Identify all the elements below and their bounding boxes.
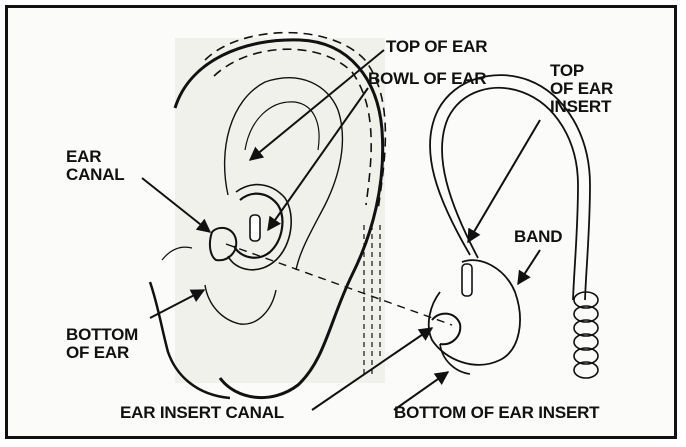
arrow-band	[518, 250, 540, 284]
label-ear-canal: EAR CANAL	[66, 148, 125, 184]
coiled-cord	[574, 292, 598, 378]
insert-tube-in-ear	[250, 215, 260, 241]
label-line: BOTTOM	[66, 326, 138, 344]
label-line: EAR	[66, 148, 125, 166]
label-ear-insert-canal: EAR INSERT CANAL	[120, 404, 284, 422]
label-bottom-of-ear-insert: BOTTOM OF EAR INSERT	[394, 404, 599, 422]
arrow-top-of-ear-insert	[468, 120, 540, 242]
label-bottom-of-ear: BOTTOM OF EAR	[66, 326, 138, 362]
insert-canal-tip	[432, 314, 460, 345]
label-line: TOP	[550, 62, 613, 80]
label-band: BAND	[514, 228, 562, 246]
label-top-of-ear-insert: TOP OF EAR INSERT	[550, 62, 613, 116]
label-line: OF EAR	[66, 344, 138, 362]
insert-tube	[462, 264, 472, 296]
label-top-of-ear: TOP OF EAR	[386, 38, 487, 56]
insert-body	[429, 260, 520, 365]
label-bowl-of-ear: BOWL OF EAR	[368, 70, 486, 88]
label-line: OF EAR	[550, 80, 613, 98]
label-line: INSERT	[550, 98, 613, 116]
label-line: CANAL	[66, 166, 125, 184]
